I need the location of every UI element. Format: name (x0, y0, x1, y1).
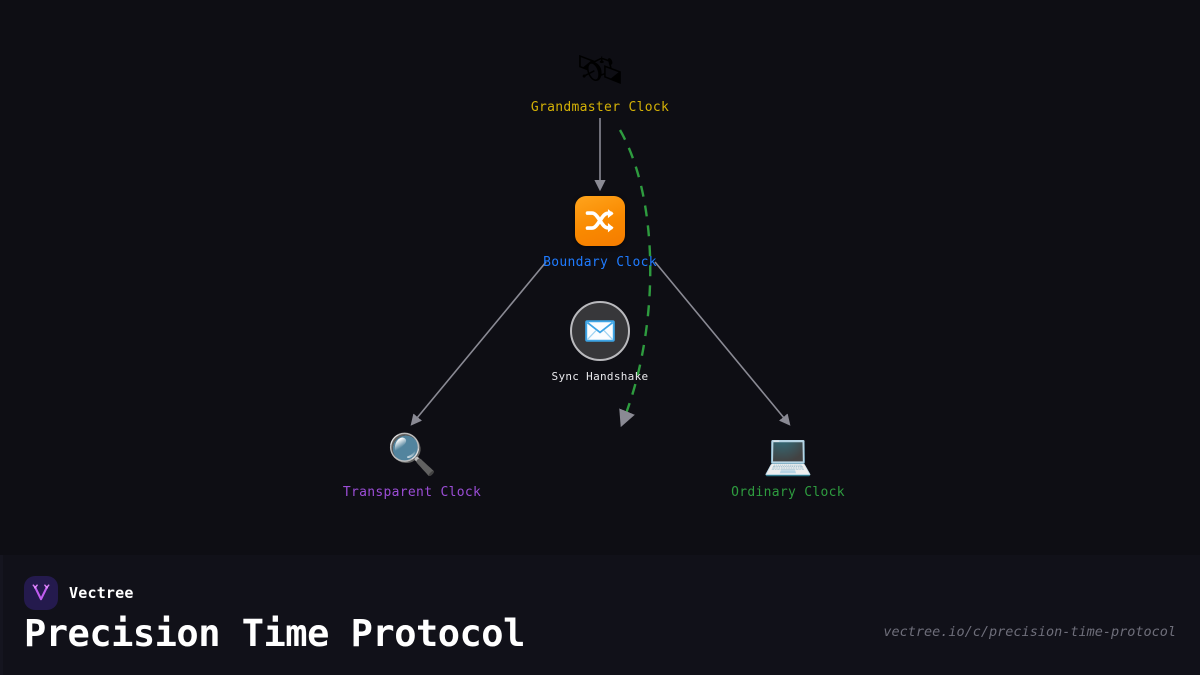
edge-boundary-to-ordinary (654, 261, 791, 426)
footer-band (0, 555, 1200, 675)
vectree-mark (32, 584, 50, 601)
node-label-grandmaster-clock: Grandmaster Clock (530, 100, 670, 115)
node-ordinary-clock[interactable]: 💻 Ordinary Clock (658, 431, 918, 500)
node-label-boundary-clock: Boundary Clock (543, 255, 657, 270)
page-title: Precision Time Protocol (24, 612, 525, 655)
sync-handshake-token-wrap (570, 301, 630, 361)
laptop-icon: 💻 (763, 432, 813, 478)
deck-url: vectree.io/c/precision-time-protocol (883, 624, 1176, 640)
node-label-sync-handshake: Sync Handshake (551, 370, 649, 383)
satellite-icon: 🛰 (574, 47, 626, 93)
node-transparent-clock[interactable]: 🔍 Transparent Clock (282, 431, 542, 500)
envelope-icon (585, 320, 615, 342)
brand-row: Vectree (24, 576, 134, 610)
magnifying-glass-icon: 🔍 (387, 432, 437, 478)
shuffle-icon-tile (575, 196, 625, 246)
node-label-ordinary-clock: Ordinary Clock (731, 485, 845, 500)
boundary-clock-tile-wrap (575, 196, 625, 246)
node-grandmaster-clock[interactable]: 🛰 Grandmaster Clock (470, 46, 730, 115)
brand-name: Vectree (69, 584, 134, 602)
footer-accent-bar (0, 555, 3, 675)
node-sync-handshake[interactable]: Sync Handshake (470, 301, 730, 383)
node-label-transparent-clock: Transparent Clock (342, 485, 482, 500)
vectree-logo-icon (24, 576, 58, 610)
edge-sync-dashed-curve (618, 129, 652, 428)
edge-boundary-to-transparent (410, 261, 547, 426)
node-boundary-clock[interactable]: Boundary Clock (470, 196, 730, 270)
shuffle-icon (585, 209, 614, 233)
sync-handshake-circle (570, 301, 630, 361)
